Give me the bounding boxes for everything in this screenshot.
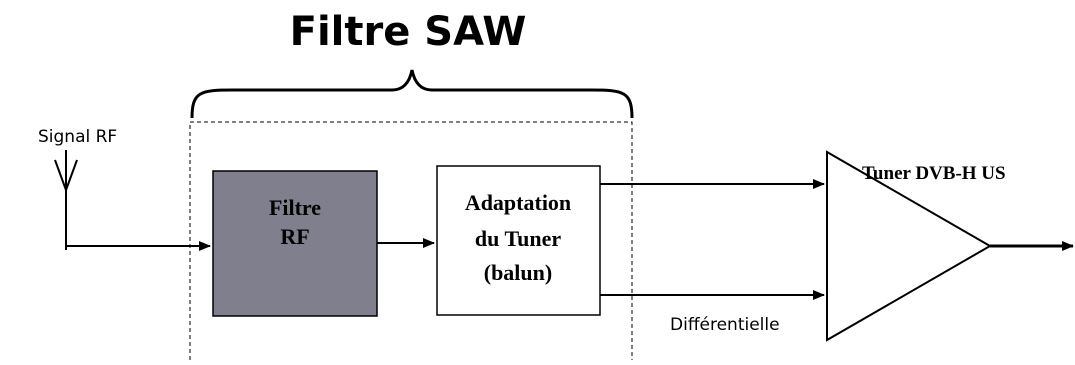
adapter-label-line3: (balun): [484, 260, 552, 285]
tuner-label: Tuner DVB-H US: [862, 163, 1006, 184]
diagram-title: Filtre SAW: [290, 9, 527, 55]
filter-rf-block: [212, 170, 378, 317]
differential-label: Différentielle: [670, 315, 780, 335]
adapter-label-line1: Adaptation: [465, 190, 571, 215]
saw-brace: [190, 69, 634, 119]
adapter-label-line2: du Tuner: [475, 226, 561, 251]
saw-boundary: [189, 121, 633, 360]
filter-rf-label-line1: Filtre: [269, 195, 321, 220]
adapter-block: [436, 165, 601, 316]
tuner-amplifier-icon: [826, 150, 993, 342]
filter-rf-label-line2: RF: [280, 224, 309, 249]
antenna-label: Signal RF: [38, 127, 117, 147]
antenna-icon: [54, 150, 78, 250]
